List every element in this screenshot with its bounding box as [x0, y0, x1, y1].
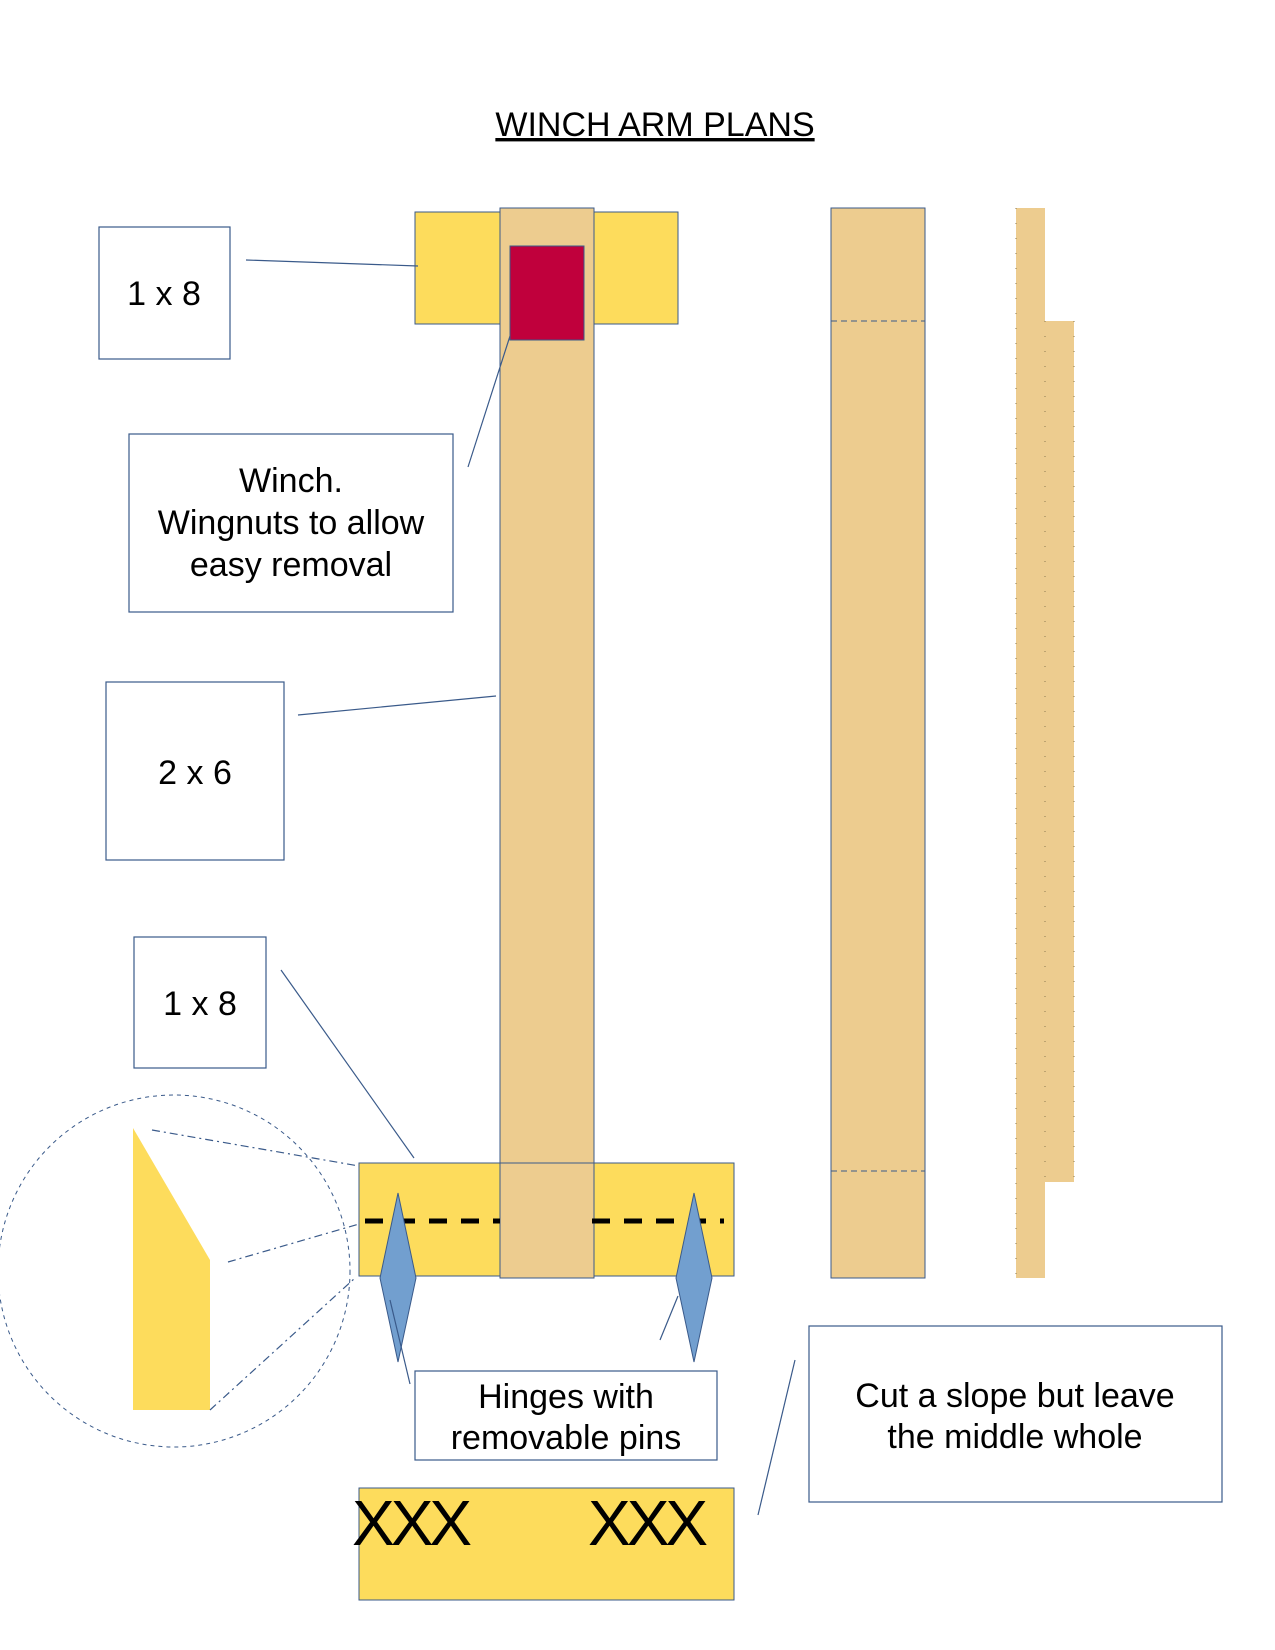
callout-bottom-board-label: 1 x 8 — [163, 985, 237, 1023]
winch-icon — [509, 245, 585, 341]
hinge-pin-icon — [675, 1192, 713, 1363]
callout-post — [105, 681, 285, 861]
main-post — [499, 207, 595, 1279]
leader-slope — [757, 1359, 796, 1516]
callout-slope-line1: Cut a slope but leave — [855, 1377, 1174, 1415]
callout-post-label: 2 x 6 — [158, 754, 232, 792]
slope-cut-detail — [133, 1128, 210, 1410]
callout-bottom-board — [133, 936, 267, 1069]
callout-winch-line1: Winch. — [239, 462, 343, 500]
main-post-lower — [499, 1162, 595, 1279]
callout-winch-line3: easy removal — [190, 546, 392, 584]
callout-hinges-line1: Hinges with — [478, 1378, 654, 1416]
callout-top-board-label: 1 x 8 — [127, 275, 201, 313]
edge-view-profile — [1016, 208, 1074, 1278]
leader-bottom-board — [280, 969, 415, 1159]
leader-winch — [467, 335, 511, 468]
x-marks-right: XXX — [588, 1487, 707, 1559]
leader-post — [297, 695, 497, 716]
detail-leader-1 — [151, 1129, 360, 1167]
side-view-post — [830, 207, 926, 1279]
hinge-pin-icon — [379, 1192, 417, 1363]
callout-hinges-line2: removable pins — [451, 1419, 682, 1457]
callout-hinges — [414, 1370, 718, 1461]
detail-leader-3 — [209, 1277, 356, 1411]
detail-magnifier — [0, 1094, 351, 1448]
callout-slope — [808, 1325, 1223, 1503]
base-board — [358, 1487, 735, 1601]
detail-leader-2 — [227, 1223, 360, 1263]
x-marks-left: XXX — [352, 1487, 471, 1559]
leader-top-board — [245, 259, 419, 267]
leader-hinge-right — [659, 1295, 679, 1341]
leader-hinge-left — [389, 1299, 411, 1385]
callout-top-board — [98, 226, 231, 360]
callout-winch-line2: Wingnuts to allow — [158, 504, 425, 542]
callout-slope-line2: the middle whole — [887, 1418, 1142, 1456]
page-title: WINCH ARM PLANS — [495, 106, 814, 144]
callout-winch — [128, 433, 454, 613]
